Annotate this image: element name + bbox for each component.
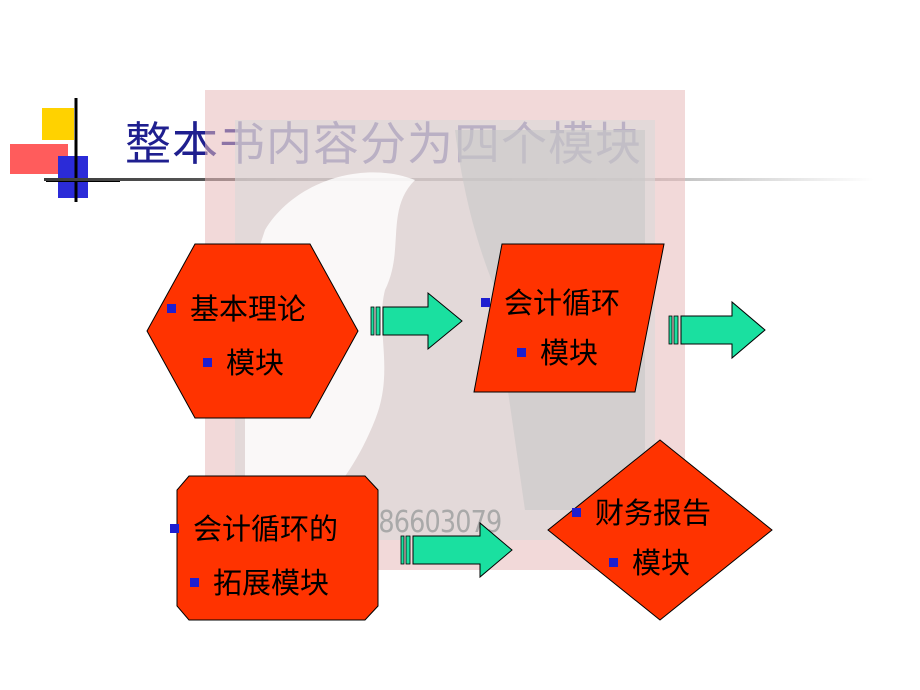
module-2-line2-item: 模块 (517, 330, 598, 372)
bullet-icon (167, 303, 176, 313)
arrow-right-icon (370, 291, 463, 351)
module-4-line2-item: 模块 (609, 540, 690, 582)
module-3-line2-item: 拓展模块 (190, 560, 329, 602)
module-4-line2: 模块 (632, 546, 691, 580)
arrow-right-icon (668, 300, 766, 360)
module-diamond (547, 439, 773, 621)
arrow-right-icon (400, 521, 513, 579)
module-3-line1-item: 会计循环的 (170, 506, 338, 548)
module-1-line1-item: 基本理论 (167, 286, 306, 328)
bullet-icon (203, 357, 212, 367)
module-hexagon (146, 243, 359, 419)
module-1-line1: 基本理论 (190, 292, 307, 326)
bullet-icon (517, 347, 526, 357)
module-1-line2: 模块 (226, 346, 285, 380)
module-2-line1-item: 会计循环 (481, 280, 620, 322)
module-1-line2-item: 模块 (203, 340, 284, 382)
bullet-icon (572, 507, 581, 517)
module-4-line1-item: 财务报告 (572, 490, 711, 532)
module-3-line1: 会计循环的 (193, 512, 339, 546)
bullet-icon (190, 577, 199, 587)
title-decoration (10, 98, 120, 202)
module-2-line2: 模块 (540, 336, 599, 370)
module-3-line2: 拓展模块 (213, 566, 330, 600)
bullet-icon (609, 557, 618, 567)
bullet-icon (170, 523, 179, 533)
bullet-icon (481, 297, 490, 307)
module-2-line1: 会计循环 (504, 286, 621, 320)
module-4-line1: 财务报告 (595, 496, 712, 530)
